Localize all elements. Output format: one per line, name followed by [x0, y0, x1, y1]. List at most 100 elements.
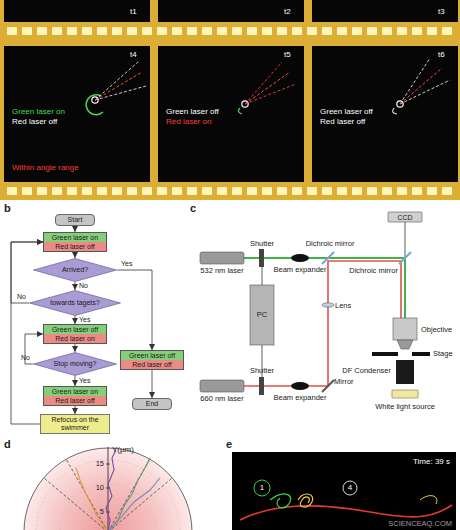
sprocket-hole	[97, 187, 107, 195]
sprocket-hole	[232, 187, 242, 195]
watermark: SCIENCEAQ.COM	[388, 520, 452, 528]
edge-label: Yes	[79, 316, 90, 323]
red-beam	[244, 261, 401, 386]
angle-line	[95, 86, 146, 100]
green-beam	[404, 258, 406, 318]
condenser	[396, 360, 414, 384]
laser	[200, 380, 244, 392]
axis-title: Y(µm)	[112, 446, 134, 454]
flow-arrow	[11, 242, 43, 424]
callout-number: 1	[260, 484, 264, 492]
panel-label: c	[190, 203, 196, 214]
sprocket-hole	[52, 187, 62, 195]
edge-label: No	[17, 293, 26, 300]
sprocket-hole	[157, 187, 167, 195]
sprocket-hole	[442, 27, 452, 35]
decision-diamond-shape	[30, 291, 121, 316]
direction-arrow	[245, 72, 290, 104]
film-frame: t6Green laser offRed laser off	[312, 46, 458, 182]
node-text: Green laser off	[121, 351, 183, 360]
y-axis	[108, 447, 109, 530]
sprocket-hole	[412, 27, 422, 35]
track	[420, 496, 437, 504]
sprocket-hole	[127, 187, 137, 195]
trajectory	[76, 468, 108, 530]
sprocket-hole	[352, 27, 362, 35]
node-text: End	[146, 400, 158, 408]
edge-label: No	[21, 354, 30, 361]
film-frame: t3	[312, 0, 458, 22]
trajectory	[108, 458, 150, 530]
node-text: Green laser on	[44, 387, 106, 396]
sprocket-hole	[67, 187, 77, 195]
film-frame: t1	[4, 0, 150, 22]
sprocket-hole	[112, 27, 122, 35]
sprocket-hole	[247, 187, 257, 195]
process-box: Refocus on the swimmer	[40, 414, 110, 434]
angle-line	[95, 62, 138, 100]
angle-line	[66, 459, 108, 530]
sprocket-hole	[142, 27, 152, 35]
sprocket-hole	[82, 27, 92, 35]
sprocket-hole	[112, 187, 122, 195]
decision-diamond-shape	[34, 259, 117, 282]
dichroic-mirror	[322, 252, 334, 264]
sprocket-hole	[277, 27, 287, 35]
edge-label: Yes	[79, 377, 90, 384]
component-label: White light source	[375, 403, 435, 411]
film-frame: t2	[158, 0, 304, 22]
sprocket-hole	[382, 27, 392, 35]
trajectory	[106, 450, 116, 530]
component-label: Shutter	[250, 367, 274, 375]
track	[240, 505, 452, 520]
sprocket-hole	[37, 187, 47, 195]
frame-text: Within angle range	[12, 164, 79, 173]
sprocket-hole	[97, 27, 107, 35]
sprocket-hole	[427, 187, 437, 195]
film-frame: t4Green laser onRed laser offWithin angl…	[4, 46, 150, 182]
beam-expander	[291, 254, 309, 262]
control-wire	[262, 345, 263, 377]
sprocket-hole	[382, 187, 392, 195]
optical-setup	[200, 212, 430, 399]
edge-label: Yes	[121, 260, 132, 267]
component-label: Lens	[335, 302, 351, 310]
laser-state-box: Green laser onRed laser off	[43, 386, 107, 406]
edge-label: No	[79, 282, 88, 289]
sprocket-hole	[262, 27, 272, 35]
flow-arrow	[75, 406, 76, 414]
shutter	[259, 377, 264, 395]
node-text: Red laser on	[44, 334, 106, 343]
frame-text: Red laser off	[12, 118, 57, 127]
decision-diamond-shape	[34, 353, 117, 376]
component-label: Shutter	[250, 240, 274, 248]
swimmer-path	[86, 95, 103, 115]
sprocket-hole	[412, 187, 422, 195]
component-label: 660 nm laser	[200, 395, 243, 403]
control-wire	[262, 267, 263, 285]
component-label: Stage	[433, 350, 453, 358]
sprocket-hole	[262, 187, 272, 195]
ccd-camera	[388, 212, 422, 222]
frame-illustration	[86, 58, 450, 115]
sprocket-hole	[217, 27, 227, 35]
trajectory	[108, 478, 160, 530]
callout-circle	[343, 481, 357, 495]
sprocket-hole	[187, 27, 197, 35]
sprocket-hole	[292, 187, 302, 195]
component-label: Mirror	[334, 378, 354, 386]
sprocket-hole	[52, 27, 62, 35]
sprocket-hole	[292, 27, 302, 35]
node-text: Green laser on	[44, 233, 106, 242]
dichroic-mirror	[399, 252, 411, 264]
angle-line	[245, 62, 282, 104]
component-label: DF Condenser	[342, 367, 391, 375]
polar-area	[24, 448, 192, 530]
component-label: Dichroic mirror	[306, 240, 355, 248]
sprocket-hole	[172, 27, 182, 35]
mirror	[322, 380, 334, 392]
node-text: Red laser off	[44, 396, 106, 405]
microscope-tracks	[240, 480, 452, 520]
microscope-image	[232, 452, 456, 530]
